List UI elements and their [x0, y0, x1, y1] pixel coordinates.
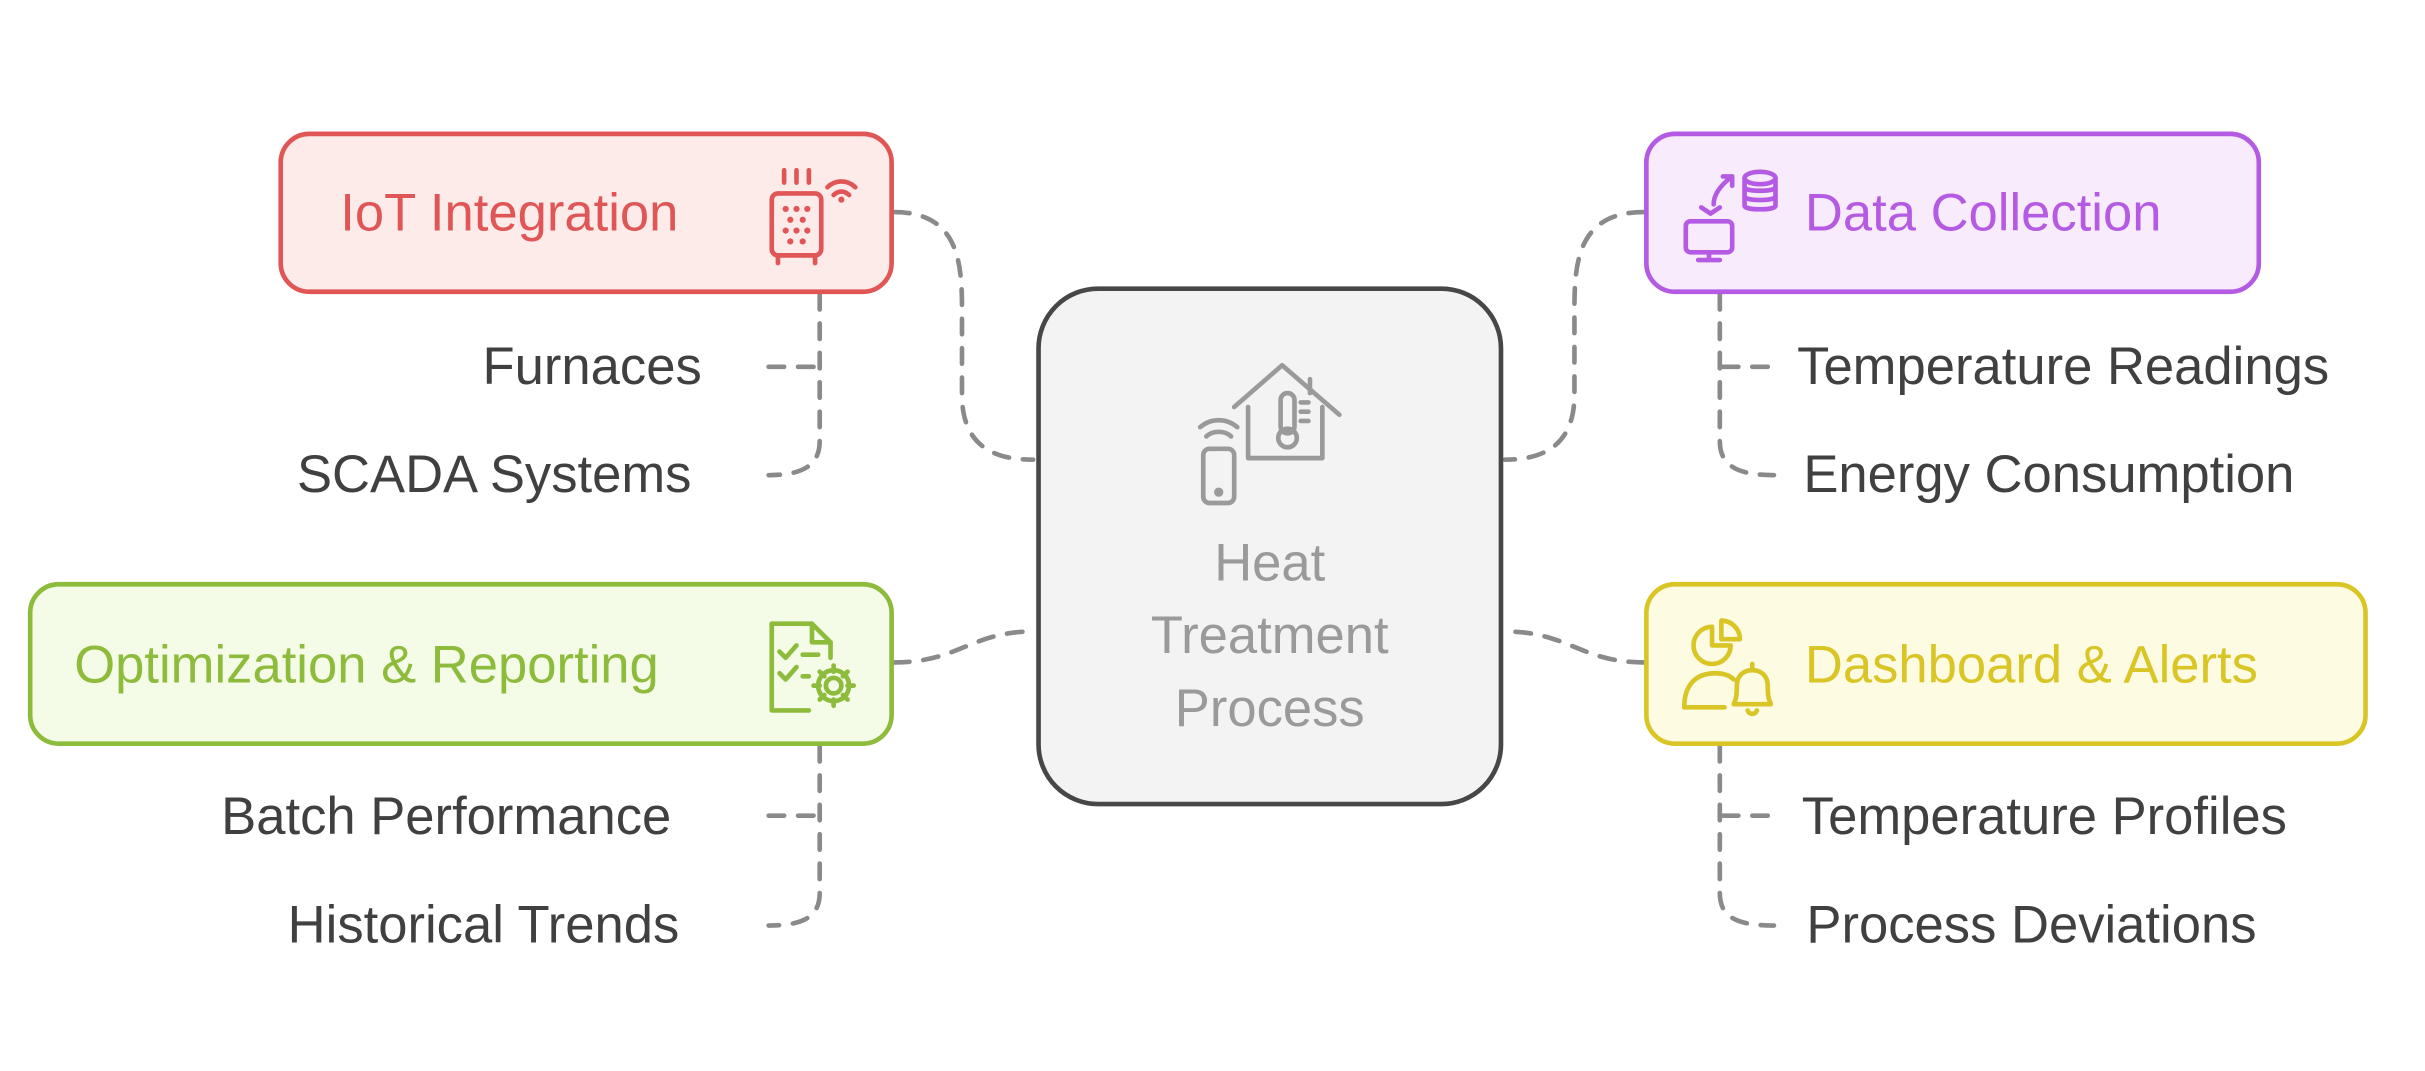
leaf-historical-trends: Historical Trends: [287, 896, 680, 955]
leaf-scada-systems: SCADA Systems: [296, 445, 692, 505]
connector-iot-children: [766, 291, 823, 478]
branch-iot-integration: IoT Integration: [278, 131, 894, 295]
branch-dashboard-alerts: Dashboard & Alerts: [1644, 581, 2368, 746]
leaf-furnaces: Furnaces: [482, 337, 702, 397]
connector-dash-children: [1717, 743, 1777, 928]
checklist-gear-icon: [769, 621, 857, 713]
leaf-process-deviations: Process Deviations: [1806, 896, 2257, 955]
connector-iot-center: [891, 209, 1036, 462]
branch-dash-label: Dashboard & Alerts: [1804, 636, 2258, 695]
data-transfer-database-icon: [1683, 169, 1778, 263]
branch-data-label: Data Collection: [1804, 184, 2162, 243]
smart-furnace-icon: [769, 167, 858, 266]
smart-home-thermometer-icon: [1197, 362, 1342, 506]
branch-iot-label: IoT Integration: [340, 184, 679, 243]
branch-opt-label: Optimization & Reporting: [74, 636, 659, 695]
user-chart-bell-icon: [1681, 618, 1774, 717]
center-title-line-1: Heat: [1214, 533, 1326, 593]
connector-dash-center: [1502, 629, 1647, 665]
branch-optimization-reporting: Optimization & Reporting: [27, 581, 894, 746]
branch-data-collection: Data Collection: [1644, 131, 2262, 295]
center-node: Heat Treatment Process: [1036, 286, 1504, 807]
connector-data-children: [1717, 291, 1777, 478]
center-title-line-2: Treatment: [1150, 606, 1389, 666]
connector-data-center: [1502, 209, 1647, 462]
leaf-batch-performance: Batch Performance: [221, 787, 672, 847]
leaf-temperature-profiles: Temperature Profiles: [1801, 787, 2287, 847]
leaf-temperature-readings: Temperature Readings: [1797, 337, 2330, 397]
leaf-energy-consumption: Energy Consumption: [1803, 445, 2295, 505]
connector-opt-center: [891, 629, 1036, 665]
connector-opt-children: [766, 743, 823, 928]
center-title-line-3: Process: [1174, 679, 1365, 739]
center-title: Heat Treatment Process: [1041, 528, 1499, 746]
